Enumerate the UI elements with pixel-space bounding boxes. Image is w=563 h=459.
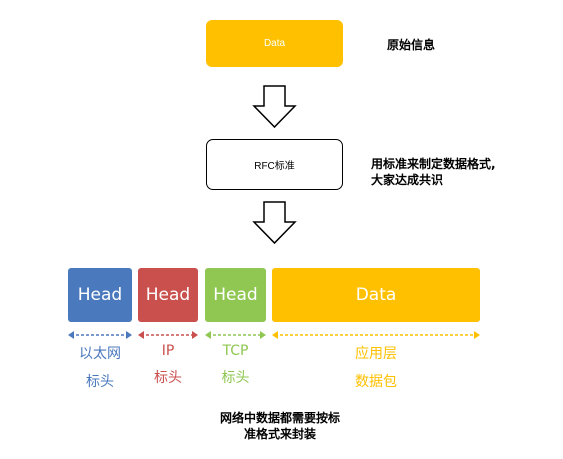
down-arrow-icon [252, 201, 297, 245]
tcp-caption-line1: TCP [222, 343, 249, 359]
data-caption-line2: 数据包 [355, 374, 397, 390]
application-data-label: Data [355, 285, 397, 305]
raw-data-note: 原始信息 [387, 38, 436, 52]
ethernet-caption-line2: 标头 [86, 374, 114, 390]
ethernet-caption-line1: 以太网 [79, 346, 121, 362]
raw-data-box: Data [206, 20, 343, 67]
bottom-caption-line2: 准格式来封装 [243, 427, 316, 441]
ethernet-head-block: Head [68, 268, 132, 322]
ip-head-label: Head [145, 285, 191, 305]
ip-head-block: Head [138, 268, 198, 322]
application-data-block: Data [272, 268, 480, 322]
ethernet-caption: 以太网 标头 [68, 343, 132, 391]
ethernet-head-label: Head [77, 285, 123, 305]
span-arrow-tcp [205, 331, 266, 339]
data-caption: 应用层 数据包 [272, 343, 480, 391]
span-arrow-ip [138, 331, 198, 339]
ip-caption: IP 标头 [138, 343, 198, 387]
rfc-note: 用标准来制定数据格式, 大家达成共识 [371, 156, 496, 188]
ip-caption-line2: 标头 [154, 370, 182, 386]
data-caption-line1: 应用层 [355, 346, 397, 362]
rfc-note-line1: 用标准来制定数据格式, [371, 157, 496, 171]
bottom-caption-line1: 网络中数据都需要按标 [219, 411, 340, 425]
raw-data-label: Data [263, 38, 286, 49]
ip-caption-line1: IP [161, 343, 175, 359]
rfc-standard-box: RFC标准 [206, 139, 343, 190]
tcp-caption: TCP 标头 [205, 343, 266, 387]
bottom-caption: 网络中数据都需要按标 准格式来封装 [195, 410, 365, 442]
tcp-caption-line2: 标头 [221, 370, 250, 386]
span-arrow-ethernet [68, 331, 132, 339]
span-arrow-data [272, 331, 480, 339]
tcp-head-label: Head [213, 285, 258, 305]
down-arrow-icon [252, 85, 297, 129]
rfc-standard-label: RFC标准 [254, 161, 295, 172]
tcp-head-block: Head [205, 268, 266, 322]
rfc-note-line2: 大家达成共识 [371, 173, 444, 187]
